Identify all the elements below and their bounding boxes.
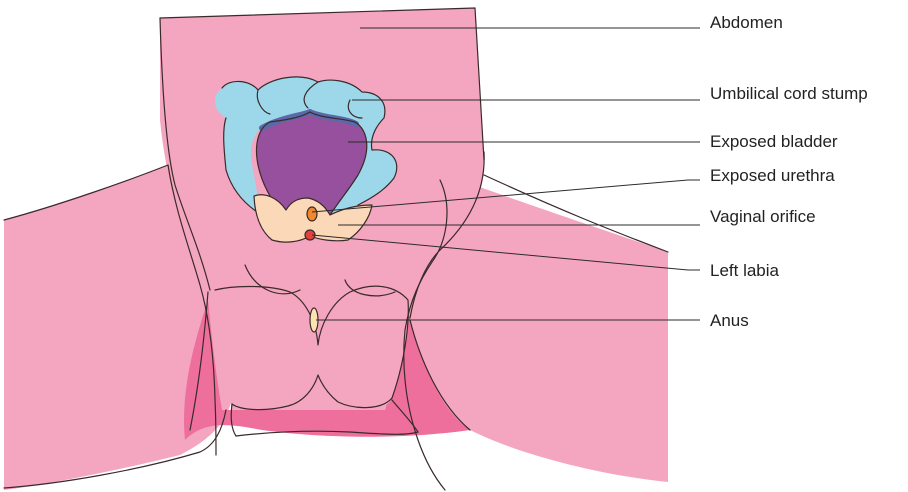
label-abdomen: Abdomen bbox=[710, 13, 783, 32]
label-umbilical-cord-stump: Umbilical cord stump bbox=[710, 84, 868, 103]
label-vaginal-orifice: Vaginal orifice bbox=[710, 207, 816, 226]
label-exposed-urethra: Exposed urethra bbox=[710, 166, 835, 185]
label-left-labia: Left labia bbox=[710, 261, 780, 280]
label-anus: Anus bbox=[710, 311, 749, 330]
label-exposed-bladder: Exposed bladder bbox=[710, 132, 838, 151]
